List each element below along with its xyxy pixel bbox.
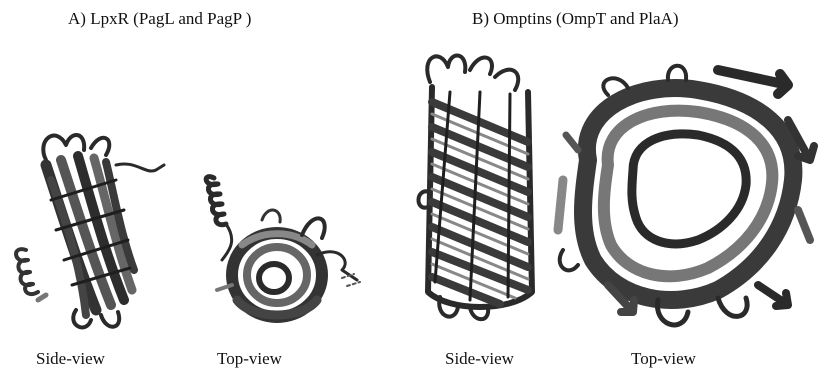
lpxr-top-view-structure: [192, 150, 372, 340]
panel-b-title: B) Omptins (OmpT and PlaA): [472, 9, 679, 29]
panel-b-side-view-caption: Side-view: [445, 349, 514, 369]
panel-a-title: A) LpxR (PagL and PagP ): [68, 9, 251, 29]
lpxr-side-view-structure: [6, 120, 176, 340]
panel-a-top-view-caption: Top-view: [217, 349, 282, 369]
omptin-top-view-structure: [548, 50, 818, 342]
panel-a-side-view-caption: Side-view: [36, 349, 105, 369]
omptin-side-view-structure: [410, 42, 550, 332]
panel-b-top-view-caption: Top-view: [631, 349, 696, 369]
